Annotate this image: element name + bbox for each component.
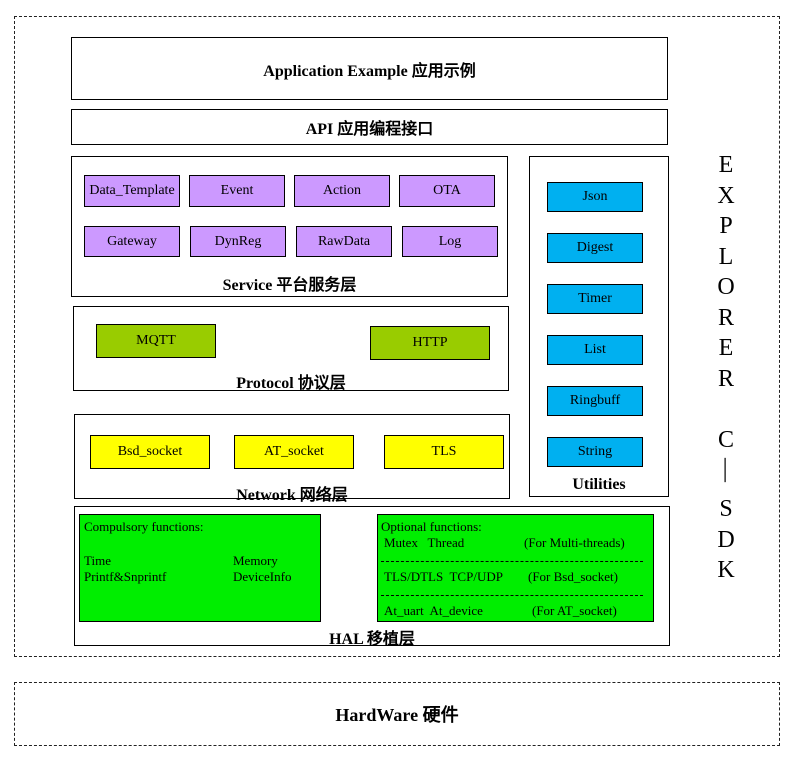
hal-compulsory-box: Compulsory functions: Time Memory Printf… xyxy=(79,514,321,622)
protocol-item-mqtt: MQTT xyxy=(96,324,216,358)
sdk-label-letter: L xyxy=(718,243,734,270)
protocol-item-label: MQTT xyxy=(136,333,176,348)
hardware-layer: HardWare 硬件 xyxy=(14,682,780,746)
hal-compulsory-heading: Compulsory functions: xyxy=(84,519,204,534)
sdk-label-letter: O xyxy=(717,274,735,300)
sdk-label-letter xyxy=(708,394,744,425)
utility-item-label: Json xyxy=(582,189,608,204)
utility-item-label: Digest xyxy=(576,240,614,255)
hal-optional-divider xyxy=(381,595,643,596)
hal-layer: Compulsory functions: Time Memory Printf… xyxy=(74,506,670,648)
service-item-rawdata: RawData xyxy=(296,226,392,257)
sdk-label-letter: S xyxy=(719,496,733,522)
sdk-frame xyxy=(14,16,780,657)
service-item-ota: OTA xyxy=(399,175,495,207)
sdk-label-letter: D xyxy=(717,526,735,553)
service-layer-title: Service 平台服务层 xyxy=(222,277,357,294)
utility-item-list: List xyxy=(547,335,643,365)
utility-item-digest: Digest xyxy=(547,233,643,263)
application-layer: Application Example 应用示例 xyxy=(71,37,668,100)
application-layer-title: Application Example 应用示例 xyxy=(263,62,476,80)
service-item-action: Action xyxy=(294,175,390,207)
protocol-item-label: HTTP xyxy=(412,335,448,350)
sdk-label-letter: — xyxy=(713,458,740,483)
service-item-gateway: Gateway xyxy=(84,226,180,257)
api-layer: API 应用编程接口 xyxy=(71,109,668,145)
service-item-label: Action xyxy=(322,183,362,198)
sdk-label-letter: R xyxy=(717,365,734,392)
hal-func-memory: Memory xyxy=(233,553,278,568)
hal-optional-funcs-bsd: TLS/DTLS TCP/UDP xyxy=(384,569,503,584)
utility-item-ringbuff: Ringbuff xyxy=(547,386,643,416)
utility-item-label: String xyxy=(577,444,613,459)
network-item-label: TLS xyxy=(431,444,457,459)
network-layer: Bsd_socket AT_socket TLS Network 网络层 xyxy=(74,414,510,504)
sdk-label-letter: R xyxy=(717,304,734,331)
service-layer: Data_Template Event Action OTA Gateway D… xyxy=(71,156,508,297)
service-item-label: Event xyxy=(220,183,254,198)
sdk-vertical-label: E X P L O R E R C — S D K xyxy=(708,150,744,586)
hal-optional-note-threads: (For Multi-threads) xyxy=(524,535,625,550)
service-item-log: Log xyxy=(402,226,498,257)
hal-optional-divider xyxy=(381,561,643,562)
hal-optional-note-at: (For AT_socket) xyxy=(532,603,617,618)
network-item-label: Bsd_socket xyxy=(117,444,183,459)
utility-item-string: String xyxy=(547,437,643,467)
hal-optional-box: Optional functions: Mutex Thread (For Mu… xyxy=(377,514,654,622)
service-item-label: DynReg xyxy=(214,233,262,249)
hal-func-printf: Printf&Snprintf xyxy=(84,569,167,584)
utilities-title: Utilities xyxy=(572,476,626,493)
hal-optional-funcs-threads: Mutex Thread xyxy=(384,535,465,550)
utility-item-label: List xyxy=(584,342,606,357)
utility-item-timer: Timer xyxy=(547,284,643,314)
hal-optional-funcs-at: At_uart At_device xyxy=(384,603,483,618)
sdk-label-letter: E xyxy=(718,335,734,361)
network-item-at-socket: AT_socket xyxy=(234,435,354,469)
hal-func-deviceinfo: DeviceInfo xyxy=(233,569,292,584)
hal-optional-heading: Optional functions: xyxy=(381,519,482,534)
utility-item-json: Json xyxy=(547,182,643,212)
protocol-layer-title: Protocol 协议层 xyxy=(236,375,346,392)
api-layer-title: API 应用编程接口 xyxy=(305,121,434,138)
utility-item-label: Timer xyxy=(578,291,612,306)
hal-func-time: Time xyxy=(84,553,111,568)
sdk-label-letter: X xyxy=(717,182,735,209)
hal-optional-note-bsd: (For Bsd_socket) xyxy=(528,569,618,584)
service-item-label: Log xyxy=(438,233,462,249)
network-item-tls: TLS xyxy=(384,435,504,469)
service-item-label: Data_Template xyxy=(89,183,175,198)
utilities-panel: Json Digest Timer List Ringbuff String U… xyxy=(529,156,669,497)
hal-layer-title: HAL 移植层 xyxy=(329,631,415,648)
sdk-label-letter: C xyxy=(717,426,734,453)
protocol-item-http: HTTP xyxy=(370,326,490,360)
service-item-dynreg: DynReg xyxy=(190,226,286,257)
network-item-bsd-socket: Bsd_socket xyxy=(90,435,210,469)
service-item-label: RawData xyxy=(317,233,371,249)
sdk-label-letter: K xyxy=(717,557,735,583)
network-layer-title: Network 网络层 xyxy=(236,487,348,504)
service-item-label: Gateway xyxy=(107,233,157,249)
protocol-layer: MQTT HTTP Protocol 协议层 xyxy=(73,306,509,392)
utility-item-label: Ringbuff xyxy=(569,393,621,408)
service-item-data-template: Data_Template xyxy=(84,175,180,207)
service-item-label: OTA xyxy=(433,183,461,198)
sdk-label-letter: P xyxy=(719,213,733,239)
hardware-layer-title: HardWare 硬件 xyxy=(335,705,459,725)
network-item-label: AT_socket xyxy=(264,444,324,459)
service-item-event: Event xyxy=(189,175,285,207)
sdk-label-letter: E xyxy=(718,152,734,178)
